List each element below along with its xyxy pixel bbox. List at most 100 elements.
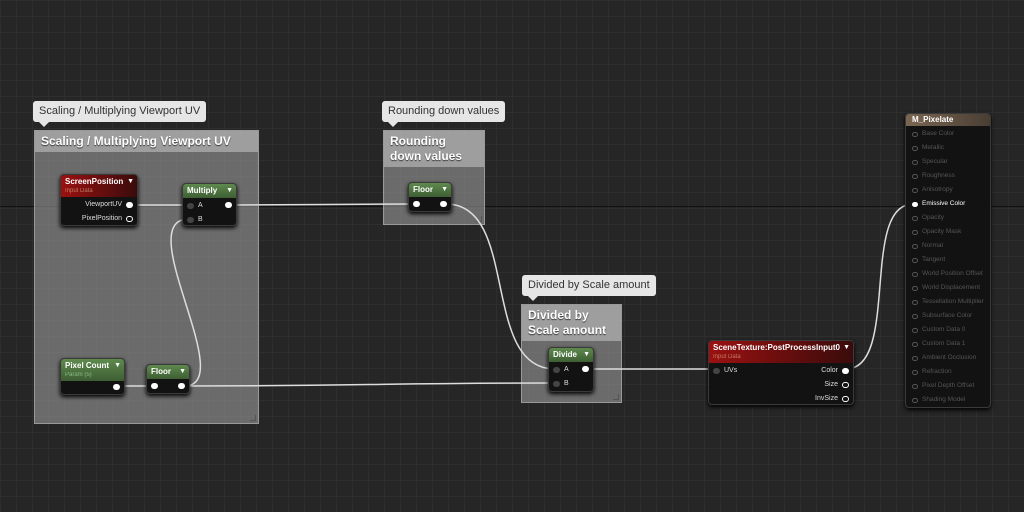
- pin-connected-icon[interactable]: [151, 383, 158, 389]
- material-input-pin[interactable]: Tessellation Multiplier: [912, 298, 984, 306]
- pin-icon[interactable]: [912, 369, 918, 375]
- material-input-pin[interactable]: Ambient Occlusion: [912, 354, 976, 362]
- pin-icon[interactable]: [187, 203, 194, 209]
- pin-icon[interactable]: [912, 397, 918, 403]
- pin-input[interactable]: [413, 201, 420, 207]
- pin-icon[interactable]: [912, 159, 918, 165]
- pin-connected-icon[interactable]: [126, 202, 133, 208]
- comment-bubble-rounding[interactable]: Rounding down values: [382, 101, 506, 127]
- pin-icon[interactable]: [842, 382, 849, 388]
- comment-bubble-divide[interactable]: Divided by Scale amount: [522, 275, 656, 301]
- pin-pixelposition[interactable]: PixelPosition: [82, 215, 133, 223]
- pin-connected-icon[interactable]: [113, 384, 120, 390]
- pin-color[interactable]: Color: [821, 367, 849, 375]
- pin-icon[interactable]: [912, 243, 918, 249]
- pin-icon[interactable]: [912, 383, 918, 389]
- pin-a[interactable]: A: [187, 202, 203, 210]
- pin-viewportuv[interactable]: ViewportUV: [85, 201, 133, 209]
- resize-grip[interactable]: [613, 394, 619, 400]
- material-input-pin[interactable]: Opacity Mask: [912, 228, 961, 236]
- chevron-down-icon[interactable]: ▼: [179, 368, 186, 375]
- chevron-down-icon[interactable]: ▼: [127, 178, 134, 185]
- pin-icon[interactable]: [713, 368, 720, 374]
- pin-b[interactable]: B: [187, 216, 203, 224]
- resize-grip[interactable]: [250, 415, 256, 421]
- pin-icon[interactable]: [912, 201, 918, 207]
- pin-icon[interactable]: [912, 341, 918, 347]
- node-floor[interactable]: Floor▼: [408, 182, 452, 212]
- pin-icon[interactable]: [553, 381, 560, 387]
- material-input-pin[interactable]: Shading Model: [912, 396, 965, 404]
- pin-b[interactable]: B: [553, 380, 569, 388]
- pin-icon[interactable]: [912, 145, 918, 151]
- pin-connected-icon[interactable]: [842, 368, 849, 374]
- pin-size[interactable]: Size: [824, 381, 849, 389]
- material-input-pin[interactable]: Metallic: [912, 144, 944, 152]
- material-input-pin[interactable]: World Position Offset: [912, 270, 983, 278]
- pin-icon[interactable]: [912, 229, 918, 235]
- material-input-pin[interactable]: Opacity: [912, 214, 944, 222]
- chevron-down-icon[interactable]: ▼: [226, 187, 233, 194]
- pin-output[interactable]: [582, 366, 589, 372]
- pin-invsize[interactable]: InvSize: [815, 395, 849, 403]
- material-input-pin[interactable]: Custom Data 0: [912, 326, 965, 334]
- pin-a[interactable]: A: [553, 366, 569, 374]
- comment-title[interactable]: Scaling / Multiplying Viewport UV: [35, 131, 258, 152]
- material-input-pin[interactable]: Anisotropy: [912, 186, 953, 194]
- pin-output[interactable]: [225, 202, 232, 208]
- title-line: Scale amount: [528, 323, 607, 337]
- chevron-down-icon[interactable]: ▼: [114, 362, 121, 369]
- material-input-pin[interactable]: Emissive Color: [912, 200, 965, 208]
- node-title: Multiply: [187, 186, 218, 195]
- material-input-pin[interactable]: Roughness: [912, 172, 955, 180]
- material-input-pin[interactable]: World Displacement: [912, 284, 980, 292]
- pin-icon[interactable]: [126, 216, 133, 222]
- pin-connected-icon[interactable]: [178, 383, 185, 389]
- node-multiply[interactable]: Multiply ▼ A B: [182, 183, 237, 226]
- pin-icon[interactable]: [842, 396, 849, 402]
- pin-icon[interactable]: [912, 285, 918, 291]
- material-input-pin[interactable]: Tangent: [912, 256, 945, 264]
- pin-uvs[interactable]: UVs: [713, 367, 737, 375]
- node-divide[interactable]: Divide▼ A B: [548, 347, 594, 392]
- pin-icon[interactable]: [912, 257, 918, 263]
- pin-icon[interactable]: [912, 271, 918, 277]
- pin-output[interactable]: [440, 201, 447, 207]
- pin-icon[interactable]: [912, 187, 918, 193]
- pin-icon[interactable]: [912, 313, 918, 319]
- pin-output[interactable]: [178, 383, 185, 389]
- pin-icon[interactable]: [912, 355, 918, 361]
- material-input-pin[interactable]: Normal: [912, 242, 943, 250]
- material-input-pin[interactable]: Custom Data 1: [912, 340, 965, 348]
- pin-icon[interactable]: [912, 215, 918, 221]
- pin-connected-icon[interactable]: [582, 366, 589, 372]
- chevron-down-icon[interactable]: ▼: [843, 344, 850, 351]
- pin-icon[interactable]: [912, 327, 918, 333]
- pin-icon[interactable]: [553, 367, 560, 373]
- material-input-pin[interactable]: Specular: [912, 158, 948, 166]
- chevron-down-icon[interactable]: ▼: [441, 186, 448, 193]
- comment-bubble-scaling[interactable]: Scaling / Multiplying Viewport UV: [33, 101, 207, 127]
- material-input-pin[interactable]: Refraction: [912, 368, 952, 376]
- material-input-pin[interactable]: Base Color: [912, 130, 954, 138]
- node-floor[interactable]: Floor▼: [146, 364, 190, 394]
- pin-input[interactable]: [151, 383, 158, 389]
- chevron-down-icon[interactable]: ▼: [583, 351, 590, 358]
- pin-icon[interactable]: [187, 217, 194, 223]
- material-input-pin[interactable]: Pixel Depth Offset: [912, 382, 974, 390]
- pin-icon[interactable]: [912, 173, 918, 179]
- pin-icon[interactable]: [912, 131, 918, 137]
- pin-connected-icon[interactable]: [413, 201, 420, 207]
- pin-connected-icon[interactable]: [440, 201, 447, 207]
- pin-output[interactable]: [113, 384, 120, 390]
- material-input-pin[interactable]: Subsurface Color: [912, 312, 972, 320]
- pin-icon[interactable]: [912, 299, 918, 305]
- pin-connected-icon[interactable]: [225, 202, 232, 208]
